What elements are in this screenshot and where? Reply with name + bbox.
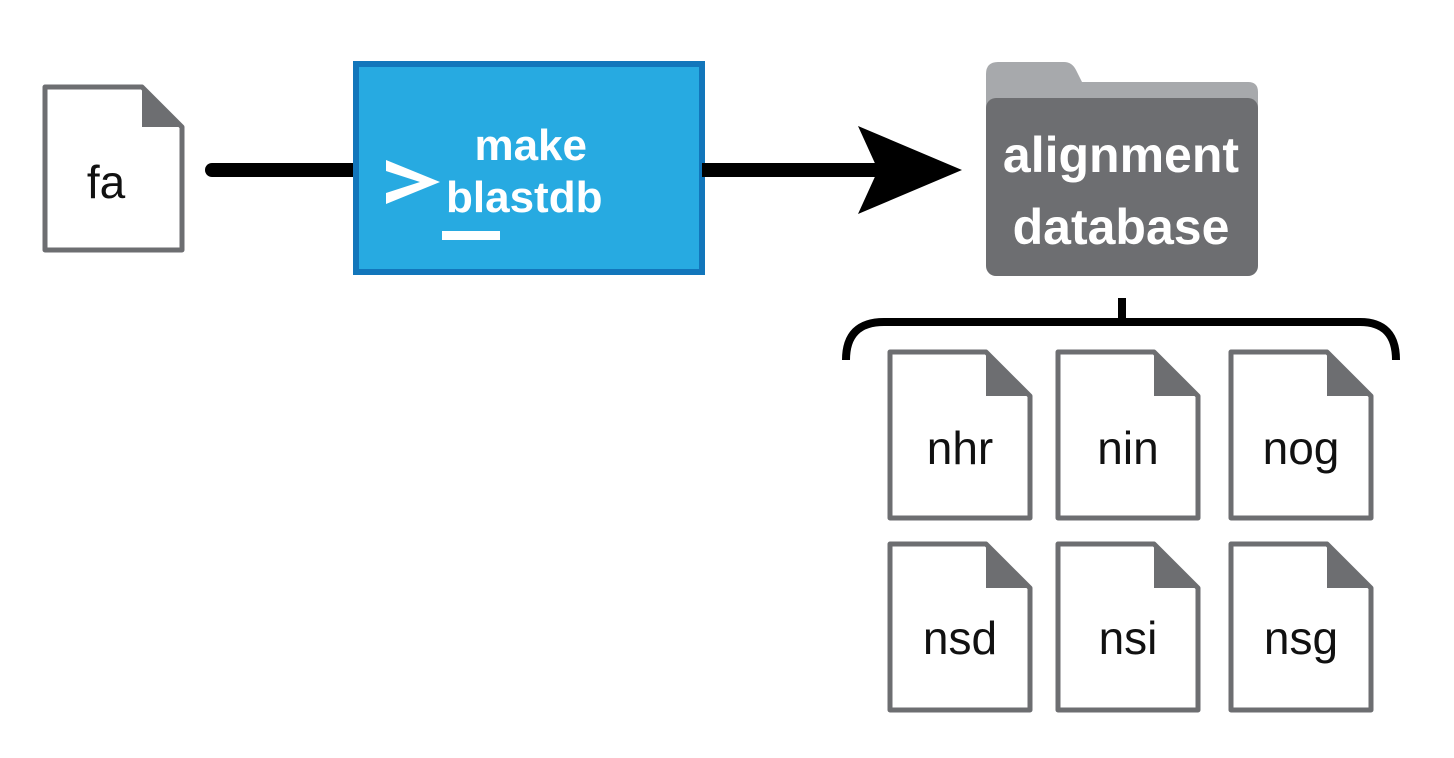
db-file-label: nin — [1097, 422, 1158, 474]
folder-label-line1: alignment — [1003, 127, 1239, 183]
db-file-icon: nsd — [887, 541, 1033, 713]
db-file-label: nhr — [927, 422, 993, 474]
command-line1: make — [474, 121, 587, 170]
input-file-label: fa — [87, 156, 126, 208]
db-file-label: nog — [1263, 422, 1340, 474]
terminal-prompt-icon — [386, 160, 500, 240]
folder-label-line2: database — [1013, 199, 1230, 255]
output-arrow — [702, 126, 962, 214]
group-brace — [842, 298, 1400, 361]
db-file-icon: nsi — [1055, 541, 1201, 713]
db-file-icon: nog — [1228, 349, 1374, 521]
db-file-icon: nhr — [887, 349, 1033, 521]
makeblastdb-command-box: make blastdb — [353, 61, 705, 275]
db-file-label: nsi — [1099, 612, 1158, 664]
db-file-icon: nin — [1055, 349, 1201, 521]
db-file-icon: nsg — [1228, 541, 1374, 713]
folder-icon: alignment database — [986, 62, 1258, 276]
command-line2: blastdb — [446, 173, 602, 222]
input-file-icon: fa — [42, 84, 185, 253]
db-file-label: nsg — [1264, 612, 1338, 664]
db-file-label: nsd — [923, 612, 997, 664]
